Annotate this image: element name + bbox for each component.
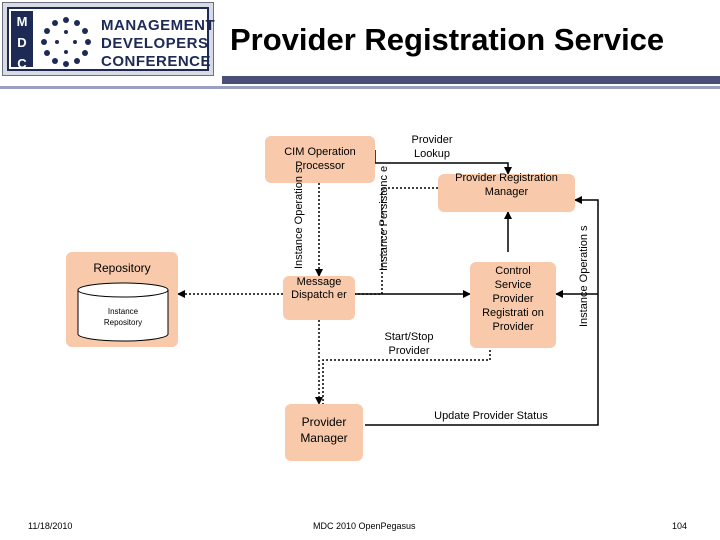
provider-manager-label: Provider Manager <box>300 415 348 445</box>
header-rule-thin <box>0 86 720 89</box>
connector-update-provider-status <box>365 196 599 426</box>
logo-mark: M D C <box>11 11 33 71</box>
header-rule-thick <box>222 76 720 84</box>
footer-page-number: 104 <box>672 521 688 531</box>
control-service-provider-label: Control Service Provider Registrati on P… <box>482 265 544 333</box>
instance-operations-right-label: Instance Operation s <box>578 225 590 327</box>
message-dispatcher-label: Message Dispatch er <box>291 276 347 301</box>
database-cylinder-icon <box>77 282 169 342</box>
repository-label: Repository <box>93 261 151 275</box>
logo-line-management: MANAGEMENT <box>101 17 216 34</box>
provider-manager-box: Provider Manager <box>285 404 363 461</box>
control-service-provider-box: Control Service Provider Registrati on P… <box>470 262 556 348</box>
slide-title: Provider Registration Service <box>230 22 665 57</box>
instance-repository-label: Instance Repository <box>103 307 143 327</box>
footer-date: 11/18/2010 <box>28 521 73 531</box>
logo-line-developers: DEVELOPERS <box>101 35 209 52</box>
logo-line-conference: CONFERENCE <box>101 53 212 70</box>
connector-provider-lookup <box>374 150 512 175</box>
update-provider-status-label: Update Provider Status <box>418 409 564 423</box>
message-dispatcher-box: Message Dispatch er <box>283 276 355 320</box>
provider-lookup-label: Provider Lookup <box>392 133 472 161</box>
conference-logo: M D C MANAGEMENT DEVELOPERS CONFERENCE <box>2 2 216 76</box>
provider-registration-manager-label: Provider Registration Manager <box>455 172 558 198</box>
connector-registration-manager-to-repository <box>300 187 438 295</box>
instance-operations-left-label: Instance Operation s <box>293 167 305 269</box>
logo-dots-icon <box>41 17 91 67</box>
cim-operation-processor-label: CIM Operation Processor <box>284 146 356 172</box>
instance-persistence-label: Instance Persistenc e <box>378 165 390 271</box>
footer-center: MDC 2010 OpenPegasus <box>313 521 416 531</box>
start-stop-provider-label: Start/Stop Provider <box>384 331 434 357</box>
provider-registration-manager-box: Provider Registration Manager <box>438 172 575 212</box>
repository-box: Repository Instance Repository <box>66 252 178 347</box>
cim-operation-processor-box: CIM Operation Processor <box>265 136 375 183</box>
